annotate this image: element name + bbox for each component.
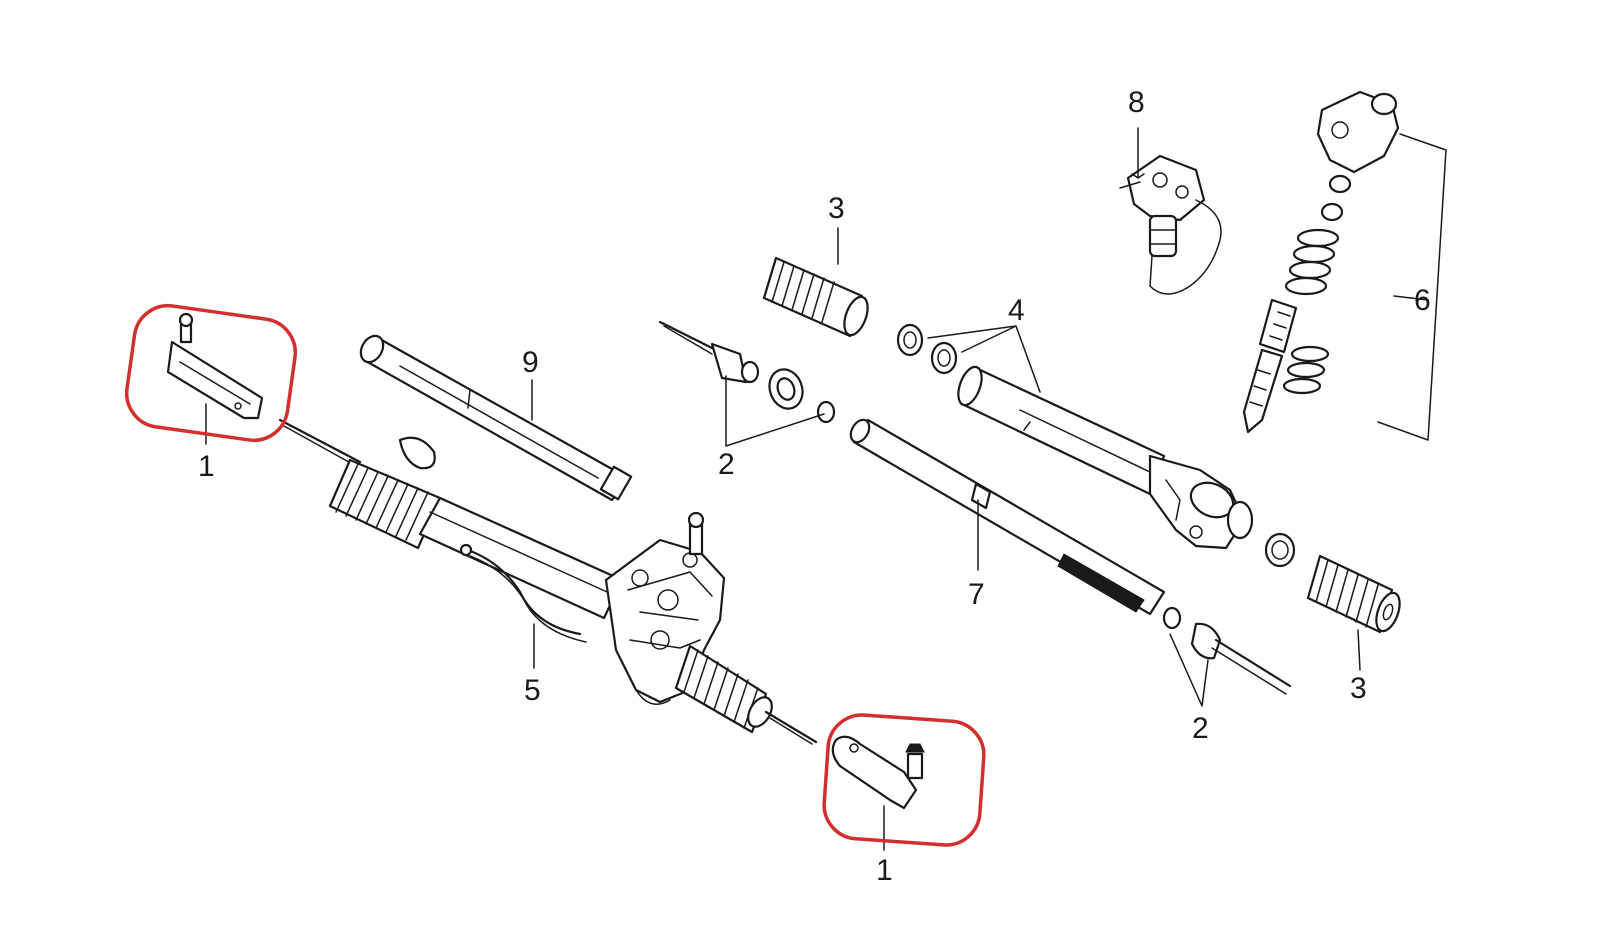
- callout-9: 9: [522, 346, 539, 379]
- part-5-rack-assembly: [278, 418, 818, 745]
- leader-lines: [205, 127, 1447, 851]
- part-1-tie-rod-end-left: [166, 312, 264, 420]
- part-4-housing: [957, 365, 1254, 550]
- part-1-tie-rod-end-right: [831, 735, 925, 810]
- part-3-boot-upper: [762, 256, 869, 338]
- callout-3-lower: 3: [1350, 672, 1367, 705]
- highlight-tie-rod-end-left: [124, 303, 298, 443]
- part-9-rack-tube: [359, 334, 633, 502]
- callout-1-bottom: 1: [876, 854, 893, 887]
- callout-1-left: 1: [198, 450, 215, 483]
- callout-5: 5: [524, 674, 541, 707]
- seal-rings-upper: [1284, 228, 1340, 296]
- part-3-boot-lower: [1264, 532, 1401, 634]
- callout-7: 7: [968, 578, 985, 611]
- highlight-tie-rod-end-right: [822, 713, 986, 847]
- part-8-valve: [1119, 154, 1222, 295]
- part-4-rings: [896, 323, 958, 375]
- seal-rings-lower: [1282, 345, 1330, 395]
- callout-4: 4: [1008, 294, 1025, 327]
- part-6-pinion-kit: [1242, 90, 1400, 434]
- callout-8: 8: [1128, 86, 1145, 119]
- callout-6: 6: [1414, 284, 1431, 317]
- callout-3-upper: 3: [828, 192, 845, 225]
- callout-2-upper: 2: [718, 448, 735, 481]
- part-2-inner-tie-rod-upper: [658, 320, 836, 424]
- part-2-inner-tie-rod-lower: [1162, 606, 1292, 695]
- callout-2-lower: 2: [1192, 712, 1209, 745]
- part-7-rack-bar: [849, 418, 1166, 616]
